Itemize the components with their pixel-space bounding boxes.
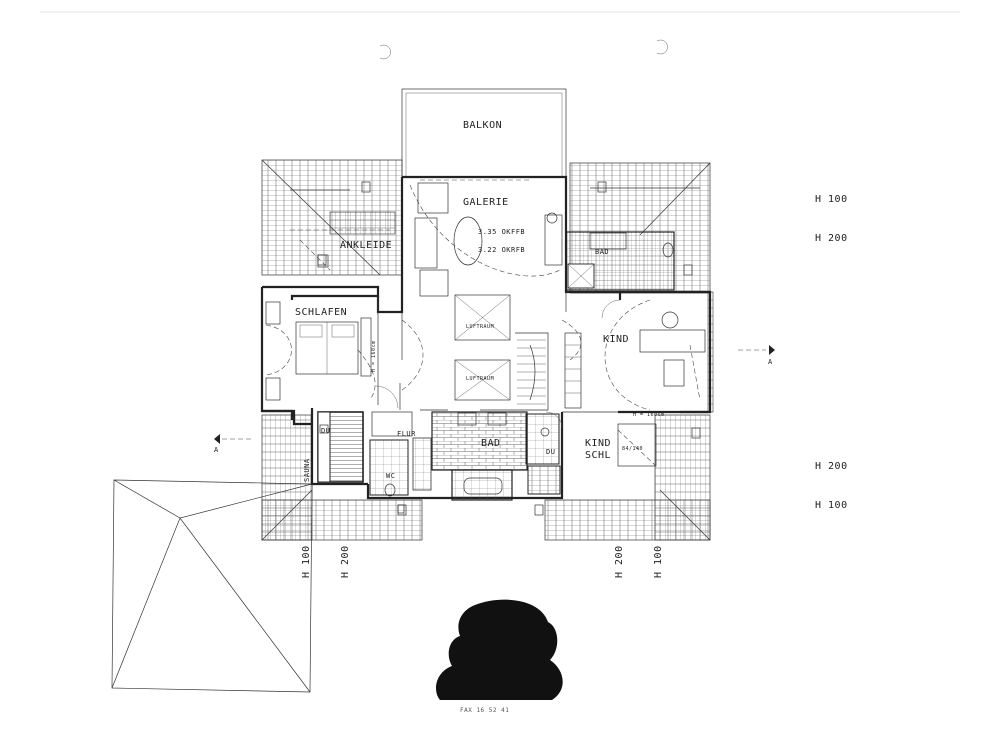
coffee-table: [453, 216, 483, 266]
chair: [661, 311, 679, 329]
sofa: [414, 217, 438, 269]
armchair: [417, 182, 449, 214]
room-label-schlafen: SCHLAFEN: [295, 307, 347, 318]
level-okrfb: 3.22 OKRFB: [478, 246, 525, 254]
armchair: [419, 269, 449, 297]
schlafen-room: [265, 301, 376, 401]
sill-note-schlafen: H = 160cm: [371, 340, 377, 372]
desk: [639, 329, 706, 353]
roof-area-bottom-left: [261, 414, 423, 541]
roof-area-top-left: [261, 159, 403, 276]
nightstand: [265, 301, 281, 325]
height-line-label: H 200: [614, 545, 625, 578]
punch-hole-mark: [656, 39, 668, 55]
height-line-label: H 100: [301, 545, 312, 578]
room-label-kind-schl-line1: KIND: [585, 438, 611, 449]
bad-top-room: [565, 231, 675, 291]
sideboard: [544, 214, 563, 266]
height-line-label: H 200: [815, 461, 848, 472]
bad-center-room: [431, 411, 561, 501]
kind-schl-room: [617, 423, 657, 467]
interior-walls: [375, 292, 621, 429]
wc-room: [369, 439, 409, 514]
fax-line: FAX 16 52 41: [460, 707, 509, 714]
room-label-wc: WC: [386, 472, 395, 480]
height-line-label: H 100: [653, 545, 664, 578]
section-label-left: A: [214, 446, 219, 454]
toilet-icon: [384, 483, 396, 497]
height-line-label: H 200: [340, 545, 351, 578]
bathtub: [463, 477, 503, 495]
height-line-label: H 100: [815, 500, 848, 511]
staircase: [515, 332, 582, 411]
balcony: [401, 88, 567, 178]
sill-note-kind: H = 160cm: [633, 412, 665, 418]
room-label-ankleide: ANKLEIDE: [340, 240, 392, 251]
garage-roof: [111, 479, 313, 693]
room-label-galerie: GALERIE: [463, 197, 509, 208]
height-line-label: H 100: [815, 194, 848, 205]
room-label-luftraum-1: LUFTRAUM: [466, 324, 494, 330]
luftraum-void: [454, 294, 511, 401]
roof-area-bottom-right: [544, 414, 711, 541]
room-label-bad-top: BAD: [595, 248, 609, 256]
washbasin: [487, 412, 507, 426]
sauna-room: [317, 411, 364, 483]
galerie-room: [409, 179, 563, 297]
room-label-balkon: BALKON: [463, 120, 502, 131]
room-label-bad-center: BAD: [481, 438, 501, 449]
washbasin: [457, 412, 477, 426]
redaction-blot: [436, 599, 563, 700]
shower-icon: [540, 427, 550, 437]
room-label-du-left: DU: [321, 427, 330, 435]
windows: [317, 181, 701, 516]
kind-room: [604, 299, 706, 411]
punch-hole-mark: [379, 44, 391, 60]
room-label-luftraum-2: LUFTRAUM: [466, 376, 494, 382]
room-label-du-right: DU: [546, 448, 555, 456]
bed: [663, 359, 685, 387]
section-label-right: A: [768, 358, 773, 366]
section-marker-right: [738, 345, 775, 355]
room-label-kind: KIND: [603, 334, 629, 345]
nightstand: [265, 377, 281, 401]
sill-note-kind-schl: 84/140: [622, 446, 643, 452]
room-label-sauna: SAUNA: [303, 458, 311, 482]
flur-area: [371, 411, 432, 491]
height-line-label: H 200: [815, 233, 848, 244]
level-okffb: 3.35 OKFFB: [478, 228, 525, 236]
washbasin: [589, 232, 627, 250]
section-marker-left: [214, 434, 252, 444]
toilet-icon: [662, 242, 674, 258]
room-label-kind-schl-line2: SCHL: [585, 450, 611, 461]
room-label-flur: FLUR: [397, 430, 416, 438]
